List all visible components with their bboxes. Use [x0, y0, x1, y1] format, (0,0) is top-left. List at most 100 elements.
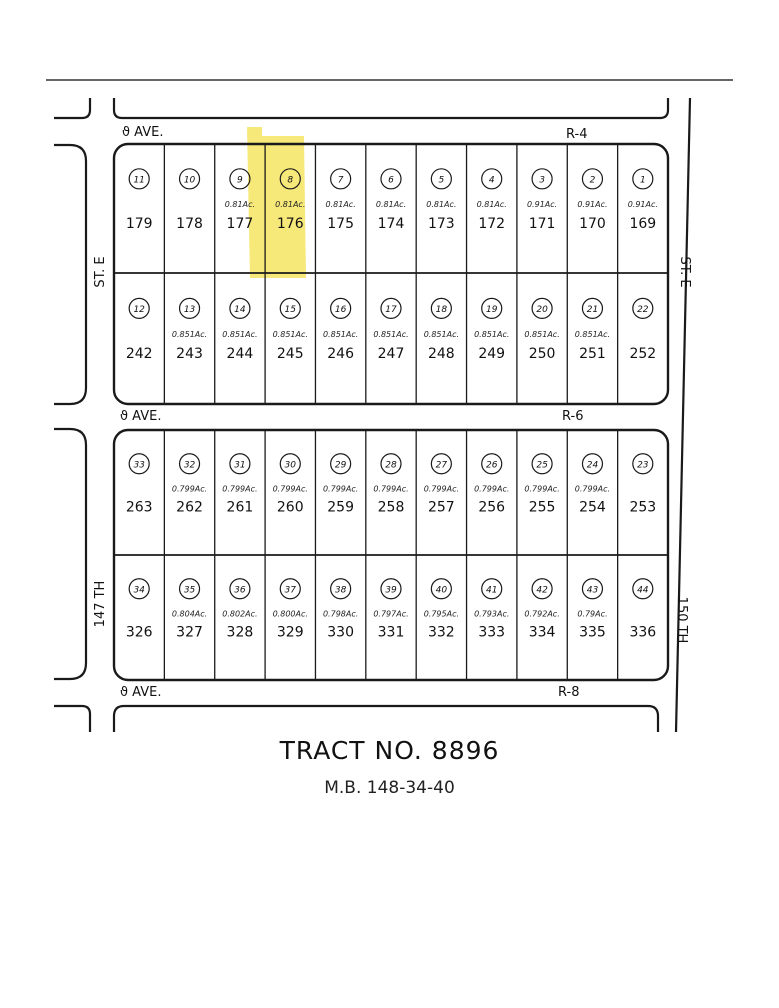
parcel-acreage: 0.799Ac.	[172, 484, 207, 493]
parcel-247[interactable]: 170.851Ac.247	[373, 297, 409, 362]
lot-number-circle	[430, 297, 452, 319]
parcel-number: 336	[629, 624, 656, 640]
left-street-lower-edge	[54, 427, 88, 681]
parcel-175[interactable]: 70.81Ac.175	[326, 168, 356, 232]
parcel-highlight	[247, 127, 306, 278]
parcel-334[interactable]: 420.792Ac.334	[524, 578, 560, 641]
ave-r8-label: ϑ AVE.	[120, 685, 161, 700]
parcel-250[interactable]: 200.851Ac.250	[524, 297, 560, 362]
lot-number-circle	[330, 578, 352, 600]
parcel-177[interactable]: 90.81Ac.177	[225, 168, 255, 232]
parcel-number: 254	[579, 499, 606, 515]
lot-number-circle	[380, 168, 402, 190]
parcel-acreage: 0.851Ac.	[575, 330, 610, 339]
parcel-248[interactable]: 180.851Ac.248	[424, 297, 459, 362]
lot-number-circle	[380, 453, 402, 475]
parcel-327[interactable]: 350.804Ac.327	[172, 578, 207, 641]
parcel-262[interactable]: 320.799Ac.262	[172, 453, 207, 516]
parcel-257[interactable]: 270.799Ac.257	[424, 453, 459, 516]
parcel-acreage: 0.799Ac.	[323, 484, 358, 493]
parcel-acreage: 0.799Ac.	[575, 484, 610, 493]
lot-number-circle	[178, 578, 201, 600]
parcel-333[interactable]: 410.793Ac.333	[474, 578, 509, 641]
parcel-number: 177	[227, 216, 254, 232]
parcel-number: 333	[478, 624, 505, 640]
parcel-171[interactable]: 30.91Ac.171	[527, 168, 557, 232]
lot-number: 4	[489, 175, 495, 185]
parcel-256[interactable]: 260.799Ac.256	[474, 453, 509, 516]
lot-number: 33	[133, 460, 145, 470]
parcel-number: 256	[478, 499, 505, 515]
ave-r8-south-edge	[112, 704, 660, 732]
parcel-173[interactable]: 50.81Ac.173	[426, 168, 456, 232]
lot-number: 42	[536, 585, 548, 595]
parcel-263[interactable]: 33 263	[126, 453, 153, 516]
parcel-258[interactable]: 280.799Ac.258	[373, 453, 409, 516]
lot-number-circle	[531, 453, 553, 475]
parcel-244[interactable]: 140.851Ac.244	[222, 297, 258, 362]
parcel-176[interactable]: 80.81Ac.176	[275, 168, 305, 232]
lot-number: 1	[640, 175, 646, 185]
parcel-number: 259	[327, 499, 354, 515]
lot-number-circle	[128, 453, 150, 475]
parcel-acreage: 0.81Ac.	[376, 200, 406, 209]
parcel-172[interactable]: 40.81Ac.172	[477, 168, 507, 232]
parcel-170[interactable]: 20.91Ac.170	[577, 168, 608, 232]
parcel-number: 248	[428, 346, 455, 362]
nw-corner-stub	[54, 98, 92, 120]
parcel-number: 263	[126, 499, 153, 515]
parcel-acreage: 0.795Ac.	[424, 609, 459, 618]
parcel-acreage: 0.81Ac.	[426, 200, 456, 209]
lot-number: 32	[184, 460, 196, 470]
parcel-246[interactable]: 16 0.851Ac. 246	[323, 297, 358, 362]
parcel-249[interactable]: 190.851Ac.249	[474, 297, 509, 362]
lot-number: 25	[536, 460, 548, 470]
parcel-243[interactable]: 130.851Ac.243	[172, 297, 207, 362]
parcel-number: 253	[629, 499, 656, 515]
parcel-335[interactable]: 430.79Ac.335	[577, 578, 608, 641]
lot-number-circle	[178, 453, 201, 475]
parcel-number: 244	[227, 346, 254, 362]
lot-number: 16	[335, 305, 347, 315]
parcel-174[interactable]: 60.81Ac.174	[376, 168, 406, 232]
parcel-acreage: 0.81Ac.	[275, 200, 305, 209]
parcel-acreage: 0.851Ac.	[323, 330, 358, 339]
parcel-number: 171	[529, 216, 556, 232]
parcel-number: 329	[277, 624, 304, 640]
parcel-245[interactable]: 150.851Ac.245	[273, 297, 308, 362]
parcel-254[interactable]: 240.799Ac.254	[575, 453, 610, 516]
parcel-328[interactable]: 360.802Ac.328	[222, 578, 258, 641]
ave-r8-route: R-8	[558, 685, 579, 700]
parcel-number: 250	[529, 346, 556, 362]
parcel-acreage: 0.91Ac.	[628, 200, 658, 209]
lot-number: 36	[234, 585, 246, 595]
parcel-169[interactable]: 10.91Ac.169	[628, 168, 658, 232]
parcel-330[interactable]: 380.798Ac.330	[323, 578, 358, 641]
parcel-number: 246	[327, 346, 354, 362]
parcel-260[interactable]: 300.799Ac.260	[273, 453, 308, 516]
lot-number-circle	[380, 297, 402, 319]
parcel-329[interactable]: 370.800Ac.329	[273, 578, 308, 641]
parcel-259[interactable]: 290.799Ac.259	[323, 453, 358, 516]
parcel-acreage: 0.79Ac.	[577, 609, 607, 618]
lot-number: 43	[587, 585, 599, 595]
parcel-number: 255	[529, 499, 556, 515]
parcel-251[interactable]: 210.851Ac.251	[575, 297, 610, 362]
parcel-331[interactable]: 390.797Ac.331	[373, 578, 409, 641]
lot-number-circle	[481, 453, 503, 475]
lot-number-circle	[632, 578, 654, 600]
parcel-number: 243	[176, 346, 203, 362]
parcel-261[interactable]: 310.799Ac.261	[222, 453, 258, 516]
parcel-255[interactable]: 250.799Ac.255	[524, 453, 560, 516]
parcel-acreage: 0.799Ac.	[273, 484, 308, 493]
parcel-332[interactable]: 400.795Ac.332	[424, 578, 459, 641]
parcel-number: 174	[378, 216, 405, 232]
parcel-acreage: 0.851Ac.	[172, 330, 207, 339]
